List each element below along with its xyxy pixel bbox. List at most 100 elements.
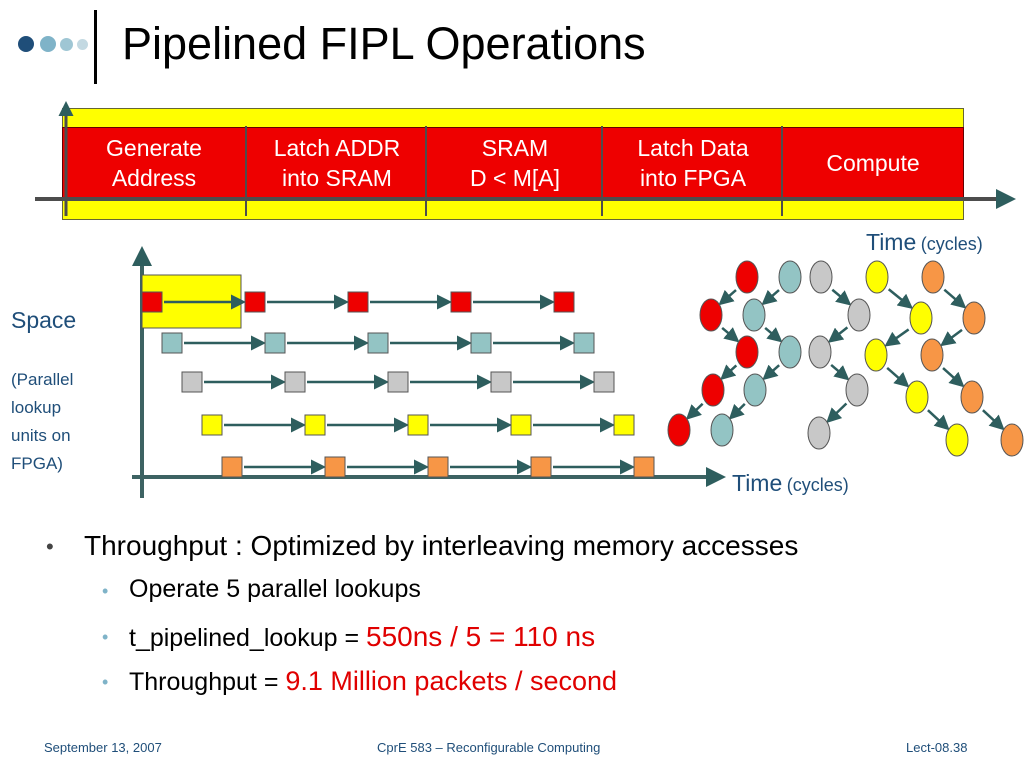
- stage-line-1: Latch ADDR: [273, 135, 401, 161]
- lookup-block-teal: [161, 332, 183, 354]
- sub-bullet-icon: •: [102, 672, 109, 692]
- lookup-tree: [667, 260, 1024, 457]
- stage-latch-data: Latch Data into FPGA: [604, 130, 782, 196]
- tree-arrow: [762, 364, 780, 381]
- bullet-sub-3: Throughput = 9.1 Million packets / secon…: [129, 666, 617, 697]
- tree-node-orange: [921, 260, 945, 294]
- sub-bullet-icon: •: [102, 581, 109, 601]
- stage-divider: [781, 126, 783, 216]
- bullet-sub-3-value: 9.1 Million packets / second: [285, 666, 618, 696]
- tree-arrow: [940, 328, 963, 347]
- tree-node-orange: [962, 301, 986, 335]
- stage-line-1: SRAM: [481, 135, 549, 161]
- tree-arrow: [721, 326, 740, 343]
- stage-line-2: Address: [111, 165, 197, 191]
- stage-latch-addr: Latch ADDR into SRAM: [248, 130, 426, 196]
- tree-arrow: [982, 409, 1005, 431]
- space-time-time-label: Time (cycles): [732, 470, 849, 497]
- tree-node-yellow: [905, 380, 929, 414]
- time-word: Time: [866, 229, 917, 255]
- lookup-block-orange: [324, 456, 346, 478]
- lookup-block-gray: [387, 371, 409, 393]
- time-unit: (cycles): [920, 234, 983, 254]
- space-label: Space: [11, 307, 77, 333]
- lookup-block-orange: [427, 456, 449, 478]
- stage-compute: Compute: [784, 130, 962, 196]
- tree-arrow: [943, 288, 967, 309]
- space-sub-line: lookup: [11, 398, 62, 417]
- lookup-block-red: [244, 291, 266, 313]
- bullet-main: Throughput : Optimized by interleaving m…: [84, 530, 799, 561]
- lookup-block-yellow: [201, 414, 223, 436]
- lookup-block-red: [347, 291, 369, 313]
- title-dot-4: [77, 39, 88, 50]
- tree-arrow: [887, 288, 914, 309]
- tree-arrow: [720, 364, 738, 381]
- footer-course: CprE 583 – Reconfigurable Computing: [377, 740, 601, 755]
- tree-arrow: [884, 328, 910, 347]
- space-time-rows: [141, 291, 655, 478]
- tree-arrow: [831, 288, 852, 306]
- space-sub-line: units on: [11, 426, 71, 445]
- tree-node-gray: [808, 335, 832, 369]
- space-sublabel: (Parallel lookup units on FPGA): [11, 366, 73, 478]
- stage-line-1: Latch Data: [637, 135, 749, 161]
- bullet-sub-1: Operate 5 parallel lookups: [129, 575, 421, 603]
- lookup-block-teal: [264, 332, 286, 354]
- tree-node-teal: [778, 335, 802, 369]
- stage-divider: [425, 126, 427, 216]
- pipeline-band-red: [62, 127, 964, 198]
- tree-arrow: [718, 289, 737, 306]
- lookup-block-gray: [181, 371, 203, 393]
- tree-arrow: [827, 326, 849, 343]
- tree-node-red: [735, 260, 759, 294]
- stage-divider: [245, 126, 247, 216]
- tree-node-red: [735, 335, 759, 369]
- lookup-block-teal: [367, 332, 389, 354]
- tree-arrow: [927, 409, 950, 431]
- lookup-block-red: [553, 291, 575, 313]
- stage-line-2: D < M[A]: [469, 165, 561, 191]
- stage-line-1: Compute: [826, 150, 920, 176]
- lookup-block-yellow: [510, 414, 532, 436]
- tree-arrow: [886, 366, 910, 388]
- lookup-block-red: [450, 291, 472, 313]
- bullet-icon: •: [46, 534, 54, 559]
- pipeline-time-label: Time (cycles): [866, 229, 983, 256]
- tree-node-orange: [1000, 423, 1024, 457]
- lookup-block-yellow: [304, 414, 326, 436]
- lookup-block-orange: [221, 456, 243, 478]
- tree-node-gray: [807, 416, 831, 450]
- footer-date: September 13, 2007: [44, 740, 162, 755]
- stage-line-2: into SRAM: [282, 165, 392, 191]
- lookup-block-orange: [530, 456, 552, 478]
- lookup-block-gray: [593, 371, 615, 393]
- time-unit: (cycles): [786, 475, 849, 495]
- space-sub-line: FPGA): [11, 454, 63, 473]
- lookup-block-teal: [470, 332, 492, 354]
- title-divider: [94, 10, 97, 84]
- bullet-sub-2-prefix: t_pipelined_lookup =: [129, 624, 366, 652]
- lookup-block-orange: [633, 456, 655, 478]
- stage-sram: SRAM D < M[A]: [428, 130, 602, 196]
- tree-node-red: [667, 413, 691, 447]
- title-dot-2: [40, 36, 56, 52]
- tree-node-yellow: [865, 260, 889, 294]
- tree-node-gray: [845, 373, 869, 407]
- tree-node-teal: [710, 413, 734, 447]
- lookup-block-teal: [573, 332, 595, 354]
- tree-arrow: [826, 402, 848, 424]
- stage-line-1: Generate: [106, 135, 202, 161]
- footer-lecture: Lect-08.38: [906, 740, 968, 755]
- tree-arrow: [942, 367, 965, 388]
- title-dot-3: [60, 38, 73, 51]
- tree-node-red: [699, 298, 723, 332]
- time-word: Time: [732, 470, 783, 496]
- tree-node-teal: [778, 260, 802, 294]
- tree-arrow: [685, 402, 704, 420]
- tree-arrow: [830, 363, 850, 381]
- stage-line-2: into FPGA: [639, 165, 747, 191]
- lookup-block-gray: [284, 371, 306, 393]
- lookup-block-red: [141, 291, 163, 313]
